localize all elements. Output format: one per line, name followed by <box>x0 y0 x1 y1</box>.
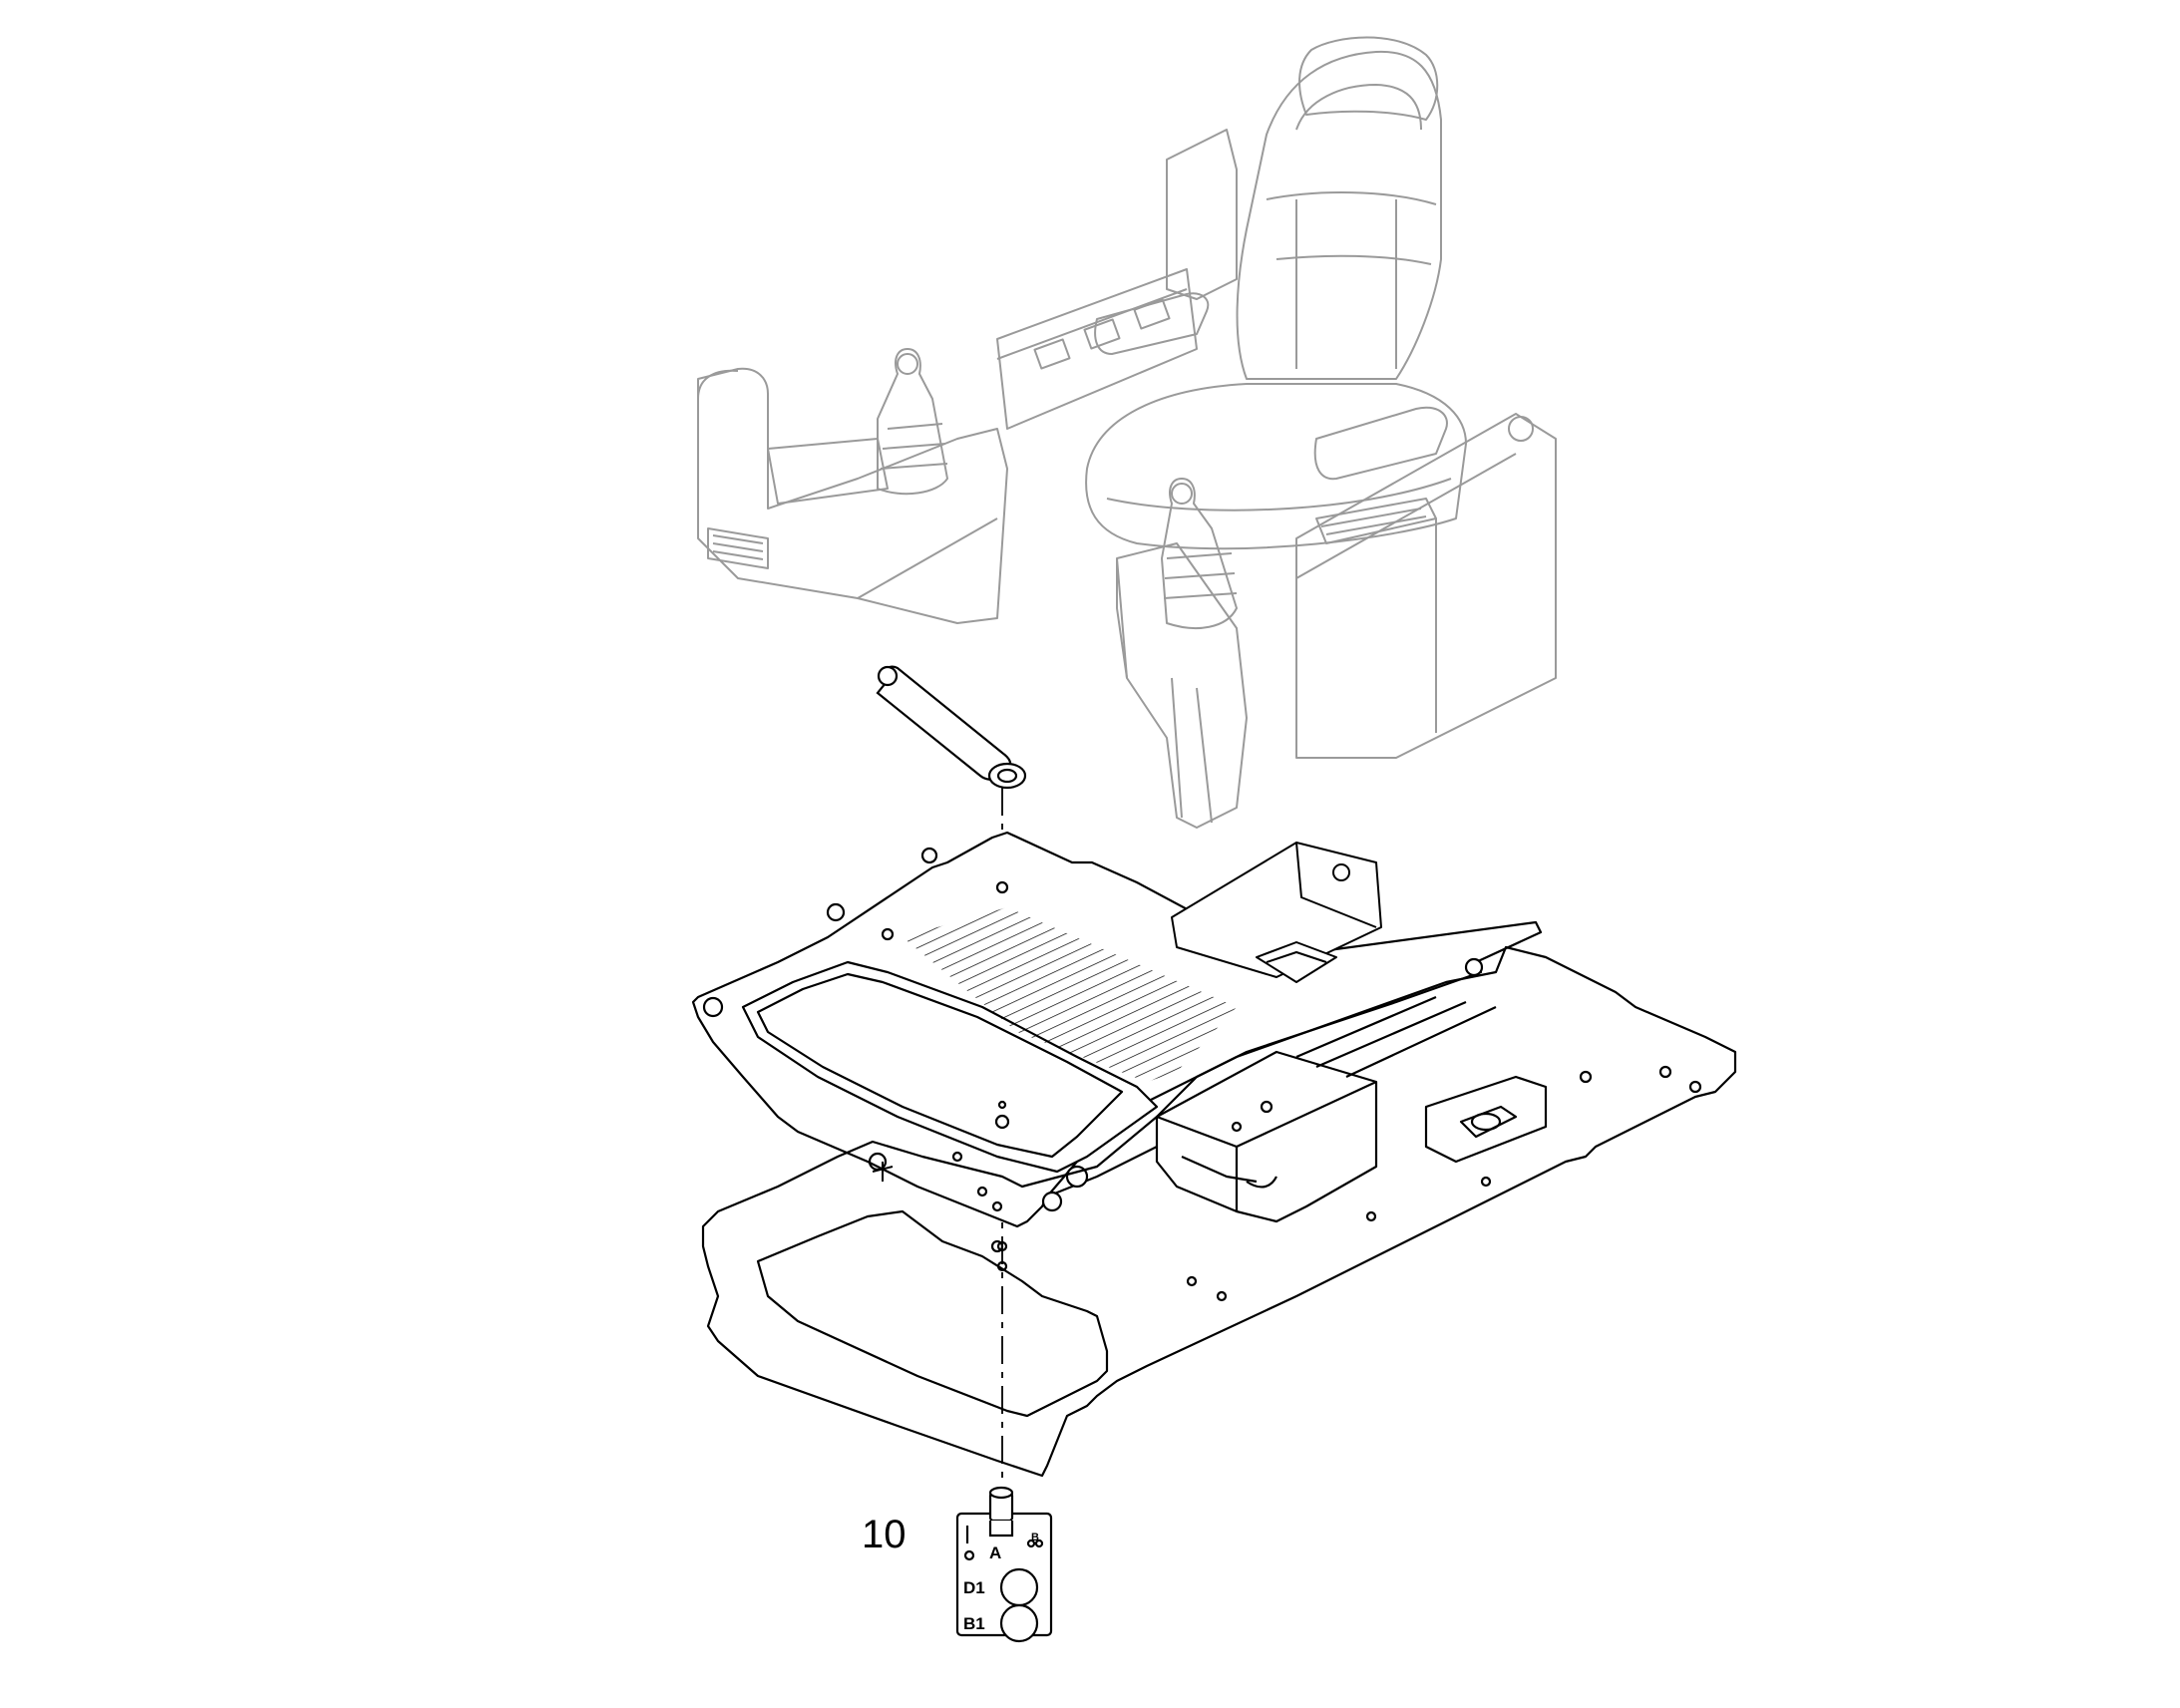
center-box-tray <box>1171 842 1382 983</box>
right-console <box>1295 413 1557 759</box>
seat-left-armrest <box>1094 292 1210 355</box>
valve-port-a-label: A <box>989 1543 1001 1562</box>
rear-console <box>996 129 1238 430</box>
seat-backrest <box>1236 50 1442 380</box>
valve-port-b-label: B <box>1031 1532 1039 1543</box>
left-joystick <box>877 348 948 496</box>
valve-port-d1-label: D1 <box>963 1578 985 1597</box>
operator-station <box>697 36 1557 829</box>
upper-floor-plate <box>691 831 1543 1228</box>
seat-right-armrest <box>1313 406 1448 481</box>
seat-headrest <box>1298 36 1439 121</box>
seat-cushion <box>1085 383 1467 550</box>
pilot-valve-part-10: A B D1 B1 <box>955 1486 1053 1643</box>
callout-number-10: 10 <box>862 1513 907 1556</box>
lower-floor-plate <box>701 945 1737 1478</box>
lever-handle <box>876 665 1027 790</box>
valve-port-b1-label: B1 <box>963 1614 985 1633</box>
left-console <box>697 367 1008 624</box>
right-joystick <box>1116 478 1248 829</box>
